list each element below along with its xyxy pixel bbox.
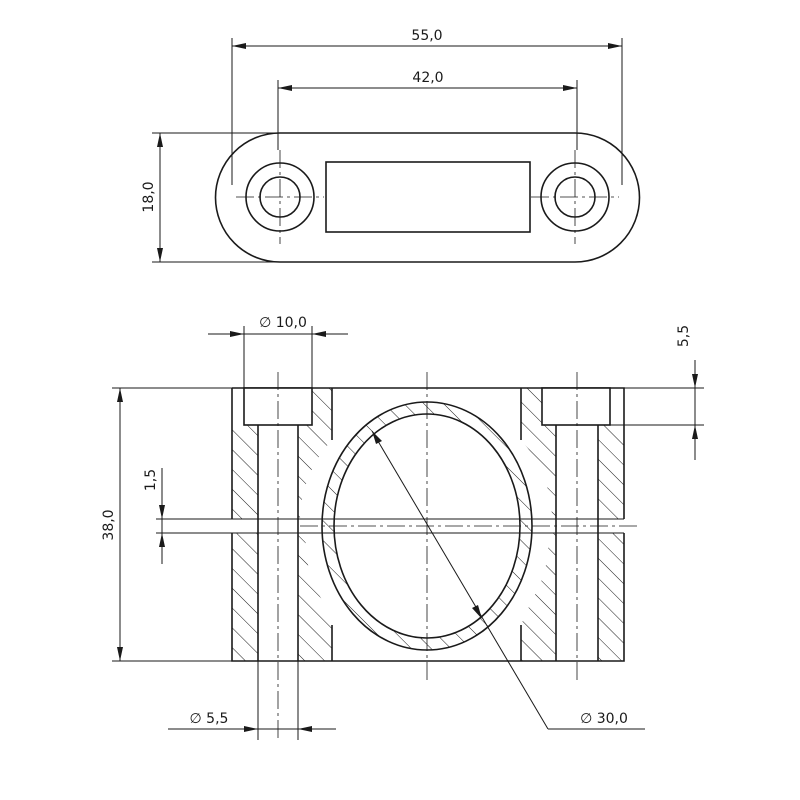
right-counterbore	[541, 387, 611, 426]
section-hatching	[232, 388, 624, 661]
section-outline	[231, 387, 625, 662]
dim-overall-height: 38,0	[101, 509, 117, 540]
dim-counterbore-dia: ∅ 10,0	[259, 315, 307, 331]
dim-overall-width: 55,0	[411, 28, 442, 44]
dim-counterbore-depth: 5,5	[676, 325, 692, 347]
dim-top-height: 18,0	[141, 181, 157, 212]
top-view-outline	[214, 132, 641, 263]
dim-gap: 1,5	[143, 469, 159, 491]
top-view: 55,0 42,0 18,0	[141, 28, 641, 263]
top-view-window	[325, 161, 531, 233]
dim-hole-spacing: 42,0	[412, 70, 443, 86]
dim-bore-dia: ∅ 30,0	[580, 711, 628, 727]
dim-hole-dia: ∅ 5,5	[190, 711, 229, 727]
section-view: ∅ 10,0 5,5 1,5 38,0 ∅ 5,5 ∅ 30	[101, 315, 704, 740]
